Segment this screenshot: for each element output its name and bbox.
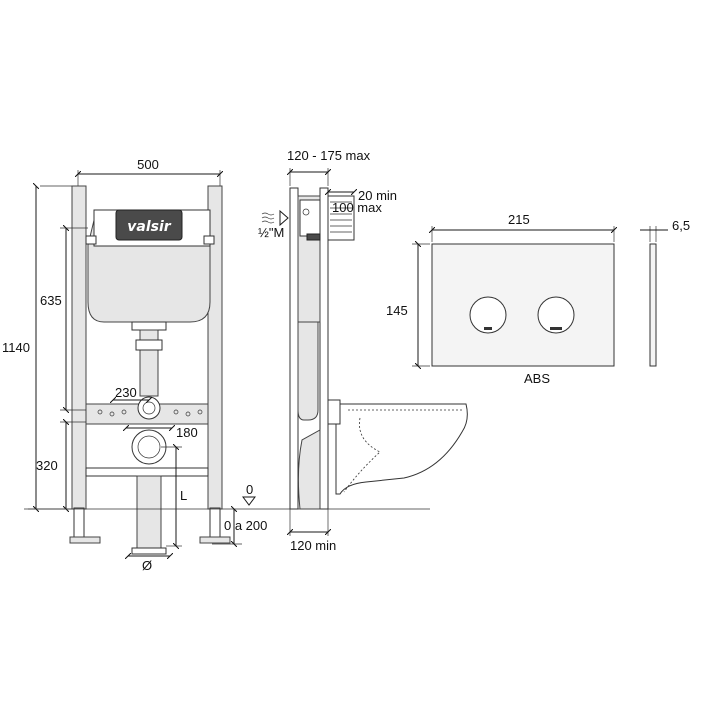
pipe-offset-label: 230 [115, 385, 137, 400]
cistern-height-label: 635 [40, 293, 62, 308]
cistern: valsir [85, 209, 215, 331]
depth-range-dimension: 120 - 175 max [287, 148, 371, 186]
flush-plate-profile [649, 243, 657, 367]
cistern-height-dimension: 635 [40, 228, 88, 410]
flush-pipe [135, 329, 163, 397]
front-view: 500 valsir [2, 157, 231, 573]
flush-plate: 215 145 6,5 ABS [386, 212, 690, 386]
wc-bowl [327, 399, 468, 495]
total-height-label: 1140 [2, 340, 30, 355]
water-inlet: ½"M [258, 209, 289, 240]
length-dimension: L [161, 447, 187, 546]
offset-dimension: 20 min 100 max [328, 188, 397, 215]
width-dimension: 500 [78, 157, 220, 186]
pipe-offset-dimension: 230 [113, 385, 149, 400]
left-frame-post [69, 185, 101, 544]
right-frame-post [199, 185, 231, 544]
full-flush-button [537, 296, 575, 334]
half-flush-button [469, 296, 507, 334]
plate-thickness-label: 6,5 [672, 218, 690, 233]
plate-width-label: 215 [508, 212, 530, 227]
outlet-offset-label: 180 [176, 425, 198, 440]
brand-logo: valsir [127, 219, 172, 235]
side-view: 120 - 175 max 20 min 100 max ½"M [258, 148, 468, 553]
plate-material-label: ABS [524, 371, 550, 386]
bottom-height-label: 320 [36, 458, 58, 473]
floor-level: 0 0 a 200 [24, 482, 430, 544]
depth-range-label: 120 - 175 max [287, 148, 371, 163]
water-inlet-label: ½"M [258, 225, 284, 240]
bottom-height-dimension: 320 [36, 422, 86, 509]
flush-plate-face [431, 243, 615, 367]
min-depth-dimension: 120 min [290, 509, 336, 553]
plate-height-label: 145 [386, 303, 408, 318]
floor-level-label: 0 [246, 482, 253, 497]
diameter-dimension: Ø [128, 556, 170, 573]
diameter-label: Ø [142, 558, 152, 573]
min-depth-label: 120 min [290, 538, 336, 553]
outlet-bend [131, 429, 167, 555]
offset-min-label: 20 min [358, 188, 397, 203]
floor-adjust-label: 0 a 200 [224, 518, 267, 533]
outlet-offset-dimension: 180 [126, 425, 198, 440]
offset-max-label: 100 max [332, 200, 382, 215]
width-label: 500 [137, 157, 159, 172]
length-label: L [180, 488, 187, 503]
